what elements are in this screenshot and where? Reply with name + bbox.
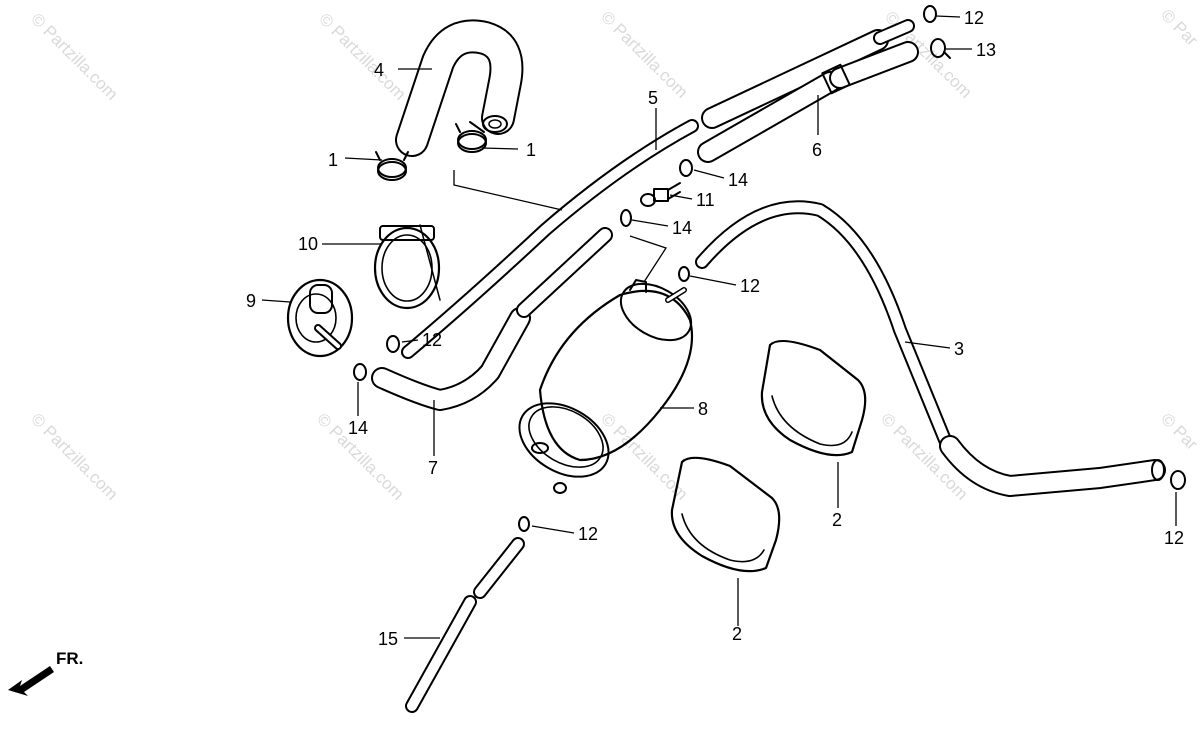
hose-part-3[interactable]	[695, 200, 1166, 497]
callout-12[interactable]: 12	[1164, 528, 1184, 548]
watermark: © Partzilla.com	[315, 9, 409, 103]
clamp-part-13[interactable]	[930, 38, 951, 59]
watermark: © Partzilla.com	[27, 409, 121, 503]
callout-1[interactable]: 1	[328, 150, 338, 170]
clamp-part-1-right[interactable]	[455, 121, 487, 153]
callout-10[interactable]: 10	[298, 234, 318, 254]
callout-12[interactable]: 12	[422, 330, 442, 350]
fitting-part-11[interactable]	[640, 182, 681, 207]
band-part-10[interactable]	[373, 224, 441, 310]
leader-lines	[261, 15, 1177, 639]
callout-9[interactable]: 9	[246, 291, 256, 311]
tube-part-5[interactable]	[401, 19, 915, 359]
callout-6[interactable]: 6	[812, 140, 822, 160]
callout-2[interactable]: 2	[732, 624, 742, 644]
callout-12[interactable]: 12	[740, 276, 760, 296]
callout-2[interactable]: 2	[832, 510, 842, 530]
pump-part-8[interactable]	[506, 272, 700, 494]
callout-4[interactable]: 4	[374, 60, 384, 80]
callouts: 4 1 1 5 6 12 13 14 11 14 10 12 9 12 14 7…	[246, 8, 1184, 649]
callout-11[interactable]: 11	[696, 190, 715, 210]
callout-3[interactable]: 3	[954, 339, 964, 359]
watermarks: © Partzilla.com © Partzilla.com © Partzi…	[27, 5, 1200, 503]
watermark: © Partzilla.com	[597, 7, 691, 101]
band-part-2-upper[interactable]	[760, 339, 867, 457]
hose-part-4[interactable]	[395, 19, 524, 157]
front-direction-arrow: FR.	[8, 649, 83, 696]
clamp-part-14-middle[interactable]	[620, 209, 632, 227]
clamp-part-12-lower[interactable]	[518, 516, 530, 532]
callout-5[interactable]: 5	[648, 88, 658, 108]
clamp-part-14-left[interactable]	[353, 363, 367, 381]
callout-7[interactable]: 7	[428, 458, 438, 478]
front-direction-label: FR.	[56, 649, 83, 668]
clamp-part-14-upper[interactable]	[679, 159, 693, 177]
callout-8[interactable]: 8	[698, 399, 708, 419]
clamp-part-12-right[interactable]	[1170, 470, 1186, 490]
callout-1[interactable]: 1	[526, 140, 536, 160]
watermark: © Partzilla.com	[27, 9, 121, 103]
clamp-part-12-top[interactable]	[923, 5, 937, 23]
watermark: © Par	[1157, 409, 1200, 454]
clamp-part-12-left[interactable]	[386, 335, 400, 353]
callout-14[interactable]: 14	[672, 218, 692, 238]
watermark: © Partzilla.com	[597, 409, 691, 503]
callout-14[interactable]: 14	[348, 418, 368, 438]
callout-15[interactable]: 15	[378, 629, 398, 649]
callout-13[interactable]: 13	[976, 40, 996, 60]
callout-12[interactable]: 12	[964, 8, 984, 28]
hose-part-6[interactable]	[697, 41, 919, 163]
band-part-2-lower[interactable]	[670, 456, 781, 573]
watermark: © Par	[1157, 5, 1200, 50]
hose-part-7[interactable]	[371, 227, 613, 411]
callout-12[interactable]: 12	[578, 524, 598, 544]
cover-part-9[interactable]	[286, 278, 354, 358]
hose-part-15[interactable]	[405, 537, 525, 713]
clamp-part-12-pump[interactable]	[678, 266, 690, 282]
clamp-part-1-left[interactable]	[375, 151, 409, 181]
callout-14[interactable]: 14	[728, 170, 748, 190]
